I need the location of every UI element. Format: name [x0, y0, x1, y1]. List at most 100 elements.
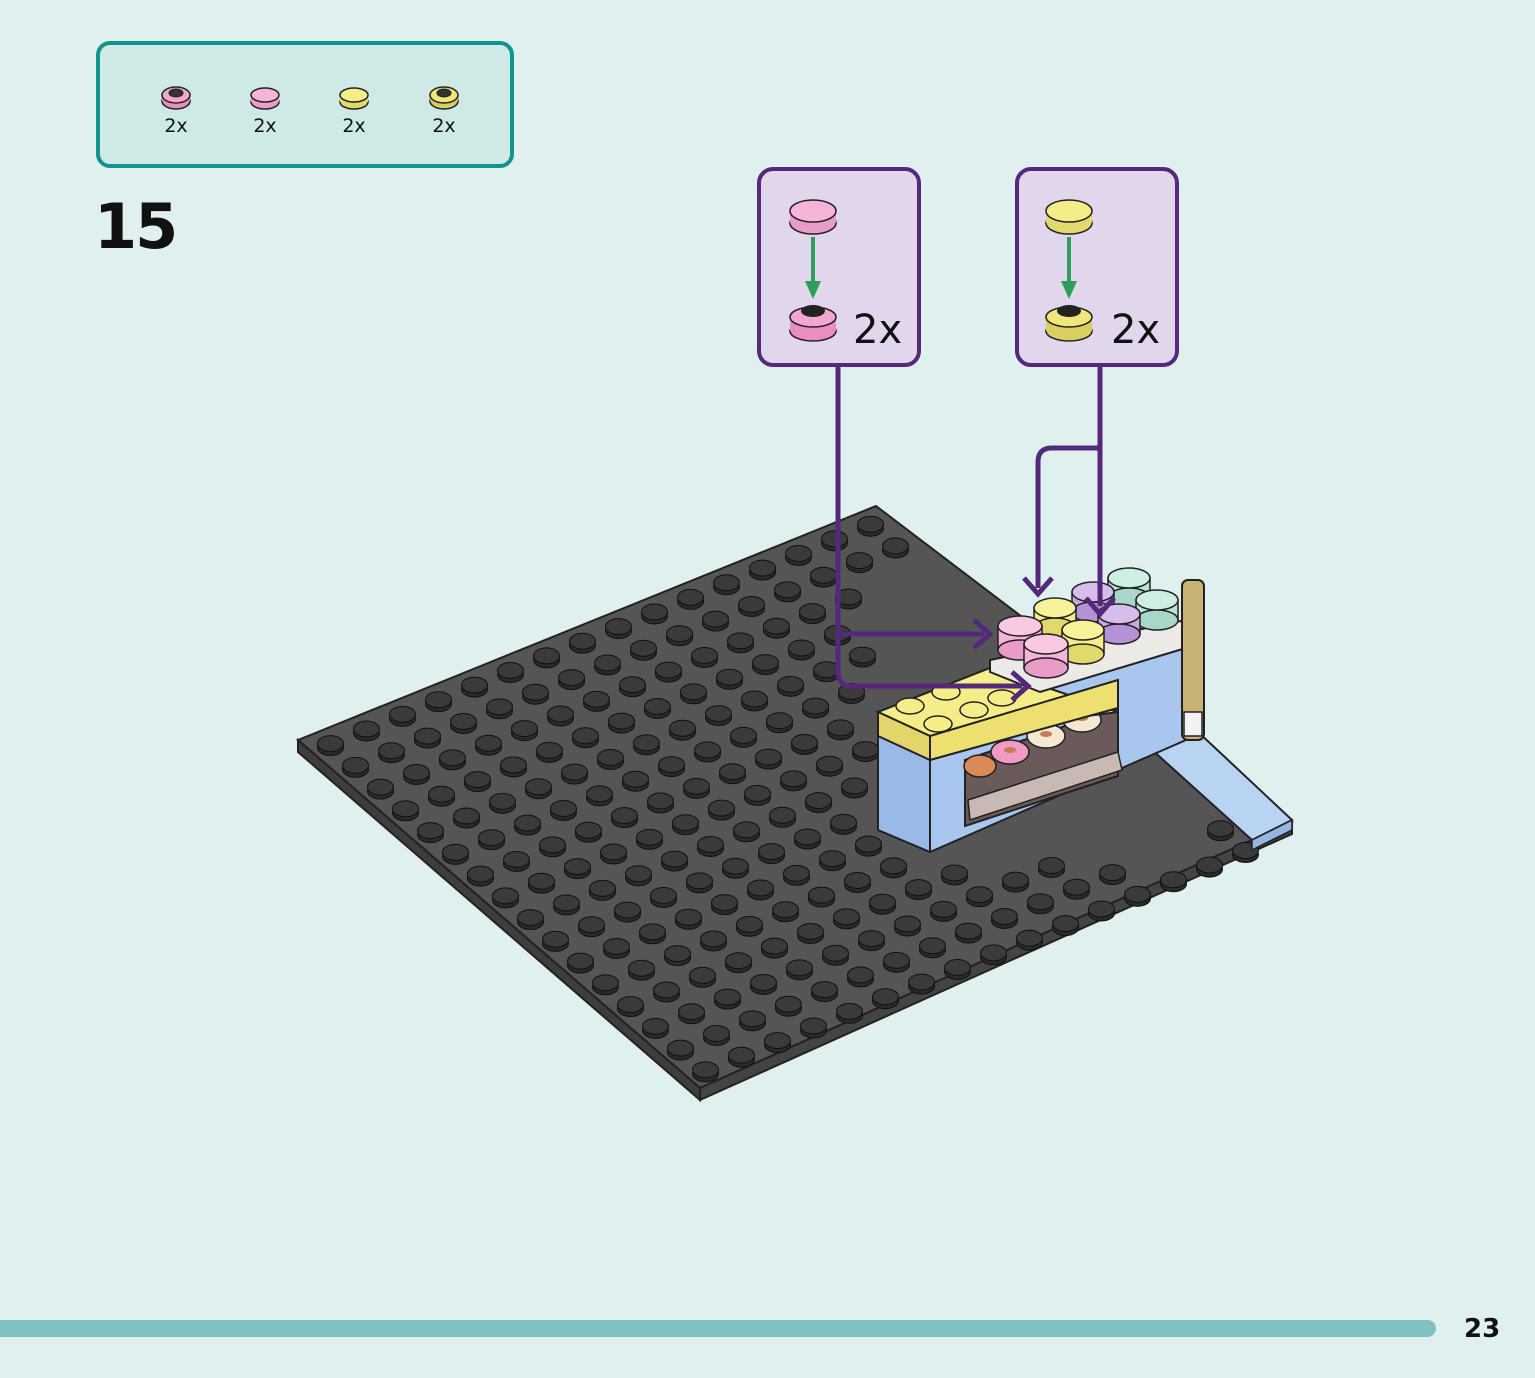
baseplate-stud — [711, 894, 738, 916]
baseplate-stud — [725, 952, 752, 974]
baseplate-stud — [539, 836, 566, 858]
baseplate-stud — [567, 952, 594, 974]
baseplate-stud — [553, 894, 580, 916]
baseplate-stud — [880, 857, 907, 879]
baseplate-stud — [844, 871, 871, 893]
baseplate-stud — [727, 632, 754, 654]
baseplate-stud — [730, 726, 757, 748]
baseplate-stud — [739, 1010, 766, 1032]
baseplate-stud — [650, 886, 677, 908]
baseplate-stud — [858, 930, 885, 952]
baseplate-stud — [619, 676, 646, 698]
baseplate-stud — [788, 639, 815, 661]
baseplate-stud — [478, 829, 505, 851]
baseplate-stud — [514, 814, 541, 836]
baseplate-stud — [611, 807, 638, 829]
baseplate-stud — [777, 675, 804, 697]
baseplate-stud — [389, 705, 416, 727]
baseplate-stud — [703, 1024, 730, 1046]
baseplate-stud — [658, 756, 685, 778]
baseplate-stud — [716, 668, 743, 690]
baseplate-stud — [417, 822, 444, 844]
baseplate-stud — [786, 959, 813, 981]
baseplate-stud — [689, 966, 716, 988]
baseplate-stud — [816, 755, 843, 777]
baseplate-stud — [783, 864, 810, 886]
baseplate-stud — [600, 843, 627, 865]
baseplate-stud — [572, 727, 599, 749]
baseplate-stud — [666, 625, 693, 647]
baseplate-stud — [811, 981, 838, 1003]
baseplate-stud — [1002, 871, 1029, 893]
baseplate-stud — [846, 552, 873, 574]
baseplate-stud — [728, 1046, 755, 1068]
baseplate-stud — [467, 865, 494, 887]
baseplate-stud — [714, 988, 741, 1010]
baseplate-stud — [758, 843, 785, 865]
baseplate-stud — [794, 828, 821, 850]
baseplate-stud — [522, 683, 549, 705]
baseplate-stud — [630, 639, 657, 661]
baseplate-stud — [1207, 820, 1234, 842]
baseplate-stud — [686, 872, 713, 894]
baseplate-stud — [872, 988, 899, 1010]
baseplate-stud — [882, 537, 909, 559]
baseplate-stud — [511, 720, 538, 742]
callout-quantity: 2x — [853, 307, 903, 353]
baseplate-stud — [655, 661, 682, 683]
baseplate-stud — [564, 858, 591, 880]
baseplate-stud — [486, 698, 513, 720]
baseplate-stud — [941, 864, 968, 886]
baseplate-stud — [614, 901, 641, 923]
baseplate-stud — [750, 973, 777, 995]
baseplate-stud — [622, 770, 649, 792]
baseplate-stud — [802, 697, 829, 719]
baseplate-stud — [769, 806, 796, 828]
baseplate-stud — [738, 595, 765, 617]
baseplate-stud — [799, 603, 826, 625]
baseplate-stud — [669, 719, 696, 741]
baseplate-stud — [1160, 871, 1187, 893]
baseplate-stud — [852, 741, 879, 763]
baseplate-stud — [442, 843, 469, 865]
baseplate-stud — [677, 588, 704, 610]
baseplate-stud — [569, 632, 596, 654]
baseplate-stud — [578, 916, 605, 938]
baseplate-stud — [683, 777, 710, 799]
baseplate-stud — [1052, 915, 1079, 937]
baseplate-stud — [633, 734, 660, 756]
baseplate-stud — [763, 617, 790, 639]
baseplate-stud — [808, 886, 835, 908]
baseplate-stud — [461, 676, 488, 698]
baseplate-stud — [594, 654, 621, 676]
baseplate-stud — [450, 712, 477, 734]
baseplate-stud — [752, 654, 779, 676]
baseplate-stud — [883, 951, 910, 973]
baseplate-stud — [819, 850, 846, 872]
baseplate-stud — [791, 733, 818, 755]
baseplate-stud — [761, 937, 788, 959]
baseplate-stud — [930, 900, 957, 922]
baseplate-stud — [392, 800, 419, 822]
pink-arrow-lower — [835, 600, 1022, 689]
baseplate-stud — [827, 719, 854, 741]
baseplate-stud — [713, 574, 740, 596]
baseplate-stud — [692, 1061, 719, 1083]
baseplate-stud — [667, 1039, 694, 1061]
baseplate-stud — [822, 944, 849, 966]
baseplate-stud — [497, 661, 524, 683]
yellow-macaron-subassembly-icon — [1045, 199, 1093, 342]
baseplate-stud — [378, 742, 405, 764]
part-quantity: 2x — [164, 115, 188, 137]
macarons — [997, 567, 1179, 679]
baseplate-stud — [636, 828, 663, 850]
baseplate-stud — [517, 909, 544, 931]
baseplate-stud — [908, 973, 935, 995]
page-number: 23 — [1464, 1314, 1501, 1344]
baseplate-stud — [642, 1017, 669, 1039]
baseplate-stud — [700, 930, 727, 952]
baseplate-stud — [810, 566, 837, 588]
baseplate-stud — [608, 712, 635, 734]
baseplate-stud — [849, 646, 876, 668]
